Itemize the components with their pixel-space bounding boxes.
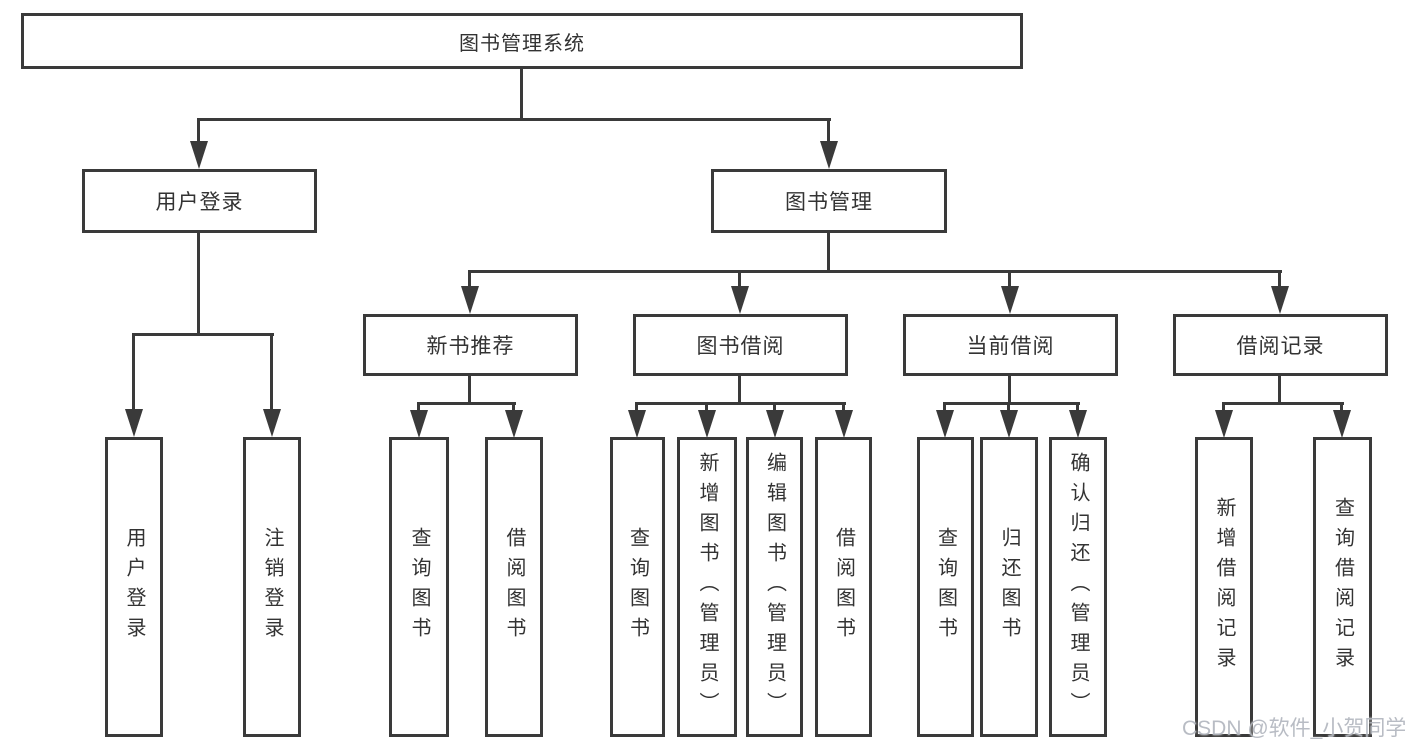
connector-line (417, 402, 516, 405)
arrow-down-icon (410, 410, 428, 438)
arrow-down-icon (820, 141, 838, 169)
connector-line (1008, 271, 1011, 290)
arrow-down-icon (1000, 410, 1018, 438)
arrow-down-icon (1215, 410, 1233, 438)
connector-line (512, 403, 515, 414)
connector-line (1222, 402, 1344, 405)
connector-line (468, 270, 1282, 273)
arrow-down-icon (190, 141, 208, 169)
connector-line (827, 232, 830, 273)
connector-line (520, 68, 523, 121)
leaf-borrow-books-recommend: 借阅图书 (485, 437, 543, 737)
arrow-down-icon (835, 410, 853, 438)
node-current-borrow: 当前借阅 (903, 314, 1118, 376)
connector-line (1076, 403, 1079, 414)
connector-line (1008, 375, 1011, 405)
arrow-down-icon (628, 410, 646, 438)
leaf-borrow-books: 借阅图书 (815, 437, 872, 737)
leaf-query-borrow-record: 查询借阅记录 (1313, 437, 1372, 737)
arrow-down-icon (125, 409, 143, 437)
arrow-down-icon (1333, 410, 1351, 438)
leaf-logout: 注销登录 (243, 437, 301, 737)
connector-line (417, 403, 420, 414)
connector-line (842, 403, 845, 414)
arrow-down-icon (461, 286, 479, 314)
leaf-confirm-return-admin: 确认归还（管理员） (1049, 437, 1107, 737)
connector-line (468, 375, 471, 405)
leaf-edit-books-admin: 编辑图书（管理员） (746, 437, 803, 737)
arrow-down-icon (263, 409, 281, 437)
node-borrow-records: 借阅记录 (1173, 314, 1388, 376)
connector-line (827, 119, 830, 145)
connector-line (1278, 271, 1281, 290)
connector-line (738, 271, 741, 290)
leaf-query-books-current: 查询图书 (917, 437, 974, 737)
connector-line (197, 118, 831, 121)
connector-line (132, 334, 135, 413)
leaf-add-borrow-record: 新增借阅记录 (1195, 437, 1253, 737)
connector-line (773, 403, 776, 414)
connector-line (705, 403, 708, 414)
leaf-add-books-admin: 新增图书（管理员） (677, 437, 737, 737)
connector-line (1340, 403, 1343, 414)
arrow-down-icon (936, 410, 954, 438)
arrow-down-icon (1271, 286, 1289, 314)
connector-line (635, 403, 638, 414)
connector-line (943, 403, 946, 414)
connector-line (1222, 403, 1225, 414)
connector-line (943, 402, 1080, 405)
arrow-down-icon (698, 410, 716, 438)
arrow-down-icon (766, 410, 784, 438)
arrow-down-icon (731, 286, 749, 314)
connector-line (738, 375, 741, 405)
node-book-management: 图书管理 (711, 169, 947, 233)
leaf-return-books: 归还图书 (980, 437, 1038, 737)
leaf-query-books-recommend: 查询图书 (389, 437, 449, 737)
arrow-down-icon (1069, 410, 1087, 438)
node-user-login: 用户登录 (82, 169, 317, 233)
connector-line (270, 334, 273, 413)
connector-line (1007, 403, 1010, 414)
connector-line (635, 402, 846, 405)
node-book-borrow: 图书借阅 (633, 314, 848, 376)
node-root-system: 图书管理系统 (21, 13, 1023, 69)
leaf-query-books-borrow: 查询图书 (610, 437, 665, 737)
leaf-user-login: 用户登录 (105, 437, 163, 737)
node-new-book-recommend: 新书推荐 (363, 314, 578, 376)
arrow-down-icon (505, 410, 523, 438)
csdn-watermark: CSDN @软件_小贺同学 (1182, 717, 1405, 740)
connector-line (197, 232, 200, 336)
connector-line (132, 333, 274, 336)
connector-line (1278, 375, 1281, 405)
connector-line (468, 271, 471, 290)
arrow-down-icon (1001, 286, 1019, 314)
connector-line (197, 119, 200, 145)
